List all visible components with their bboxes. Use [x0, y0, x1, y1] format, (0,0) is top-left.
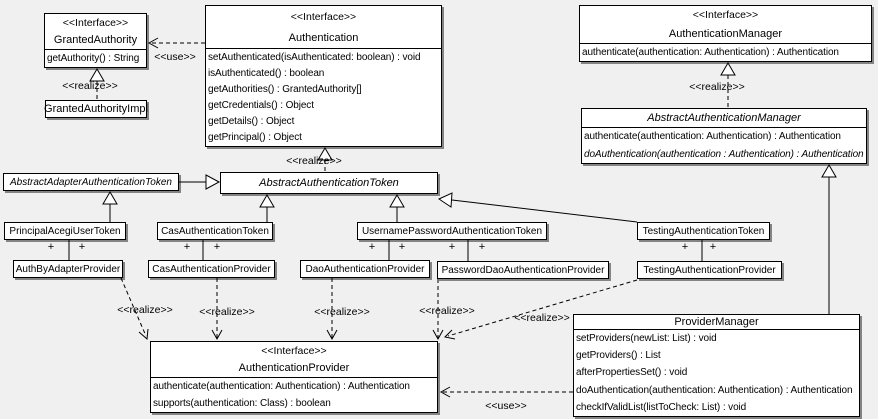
class-authentication-provider[interactable]: <<Interface>> AuthenticationProvider aut…: [150, 341, 438, 413]
method-label: getAuthorities() : GrantedAuthority[]: [208, 83, 362, 95]
use-stereotype-label: <<use>>: [485, 400, 527, 412]
class-name: TestingAuthenticationProvider: [643, 264, 776, 276]
multiplicity-label: +: [368, 241, 376, 253]
generalization-edge-username-password-authentication-token: [389, 194, 405, 222]
class-abstract-authentication-token[interactable]: AbstractAuthenticationToken: [220, 172, 438, 194]
stereotype-label: <<Interface>>: [290, 10, 357, 23]
method-label: setProviders(newList: List) : void: [576, 333, 717, 345]
method-label: supports(authentication: Class) : boolea…: [153, 398, 331, 409]
stereotype-label: <<Interface>>: [692, 9, 759, 22]
class-name: Authentication: [288, 31, 359, 44]
method-label: authenticate(authentication: Authenticat…: [584, 131, 841, 143]
class-username-password-authentication-token[interactable]: UsernamePasswordAuthenticationToken: [357, 222, 547, 240]
class-authentication-manager[interactable]: <<Interface>> AuthenticationManager auth…: [579, 5, 872, 62]
method-label: isAuthenticated() : boolean: [208, 67, 325, 79]
multiplicity-label: +: [183, 241, 191, 253]
realize-stereotype-label: <<realize>>: [62, 80, 118, 92]
class-name: GrantedAuthority: [53, 34, 138, 47]
generalization-edge-principal-acegi-user-token: [102, 191, 118, 222]
method-label: checkIfValidList(listToCheck: List) : vo…: [576, 401, 747, 413]
multiplicity-label: +: [681, 241, 689, 253]
method-label: getCredentials() : Object: [208, 100, 314, 112]
realize-edge-dao-authentication-provider: [326, 278, 338, 341]
realize-edge-granted-authority-impl: [89, 68, 105, 100]
method-label: getAuthority() : String: [47, 53, 140, 64]
method-label: doAuthentication(authentication : Authen…: [584, 148, 864, 160]
multiplicity-label: +: [398, 241, 406, 253]
class-auth-by-adapter-provider[interactable]: AuthByAdapterProvider: [13, 260, 123, 278]
method-label: setAuthenticated(isAuthenticated: boolea…: [208, 51, 421, 63]
realize-edge-cas-authentication-provider: [211, 278, 223, 341]
class-name: AuthenticationManager: [668, 27, 783, 40]
generalization-edge-testing-authentication-token: [437, 192, 638, 223]
stereotype-label: <<Interface>>: [261, 344, 327, 357]
class-name: UsernamePasswordAuthenticationToken: [361, 225, 543, 237]
stereotype-label: <<Interface>>: [62, 16, 129, 29]
multiplicity-label: +: [213, 241, 221, 253]
class-cas-authentication-token[interactable]: CasAuthenticationToken: [157, 222, 273, 240]
generalization-edge-cas-authentication-token: [259, 194, 275, 222]
class-name: AbstractAuthenticationManager: [647, 112, 801, 124]
realize-stereotype-label: <<realize>>: [199, 306, 255, 318]
class-abstract-adapter-authentication-token[interactable]: AbstractAdapterAuthenticationToken: [3, 173, 179, 191]
method-label: afterPropertiesSet() : void: [576, 367, 688, 379]
multiplicity-label: +: [478, 241, 486, 253]
realize-edge-abstract-authentication-token: [317, 147, 333, 172]
class-name: CasAuthenticationToken: [161, 225, 269, 237]
method-label: authenticate(authentication: Authenticat…: [582, 47, 839, 58]
class-name: CasAuthenticationProvider: [152, 263, 271, 275]
class-name: GrantedAuthorityImpl: [44, 103, 148, 115]
class-name: ProviderManager: [674, 316, 759, 328]
realize-stereotype-label: <<realize>>: [314, 306, 370, 318]
class-abstract-authentication-manager[interactable]: AbstractAuthenticationManager authentica…: [581, 108, 867, 164]
multiplicity-label: +: [47, 241, 55, 253]
realize-stereotype-label: <<realize>>: [689, 81, 745, 93]
class-password-dao-authentication-provider[interactable]: PasswordDaoAuthenticationProvider: [437, 261, 609, 279]
class-name: TestingAuthenticationToken: [642, 225, 765, 237]
class-name: AuthenticationProvider: [238, 362, 350, 375]
class-name: PasswordDaoAuthenticationProvider: [441, 264, 605, 276]
realize-edge-auth-by-adapter-provider: [120, 277, 149, 341]
class-testing-authentication-provider[interactable]: TestingAuthenticationProvider: [637, 261, 782, 279]
class-name: DaoAuthenticationProvider: [305, 263, 425, 275]
method-label: getDetails() : Object: [208, 116, 295, 128]
class-principal-acegi-user-token[interactable]: PrincipalAcegiUserToken: [4, 222, 126, 240]
multiplicity-label: +: [709, 241, 717, 253]
realize-edge-testing-authentication-provider: [443, 279, 638, 340]
multiplicity-label: +: [78, 241, 86, 253]
class-granted-authority[interactable]: <<Interface>> GrantedAuthority getAuthor…: [44, 13, 147, 68]
generalization-edge-abstract-adapter-authentication-token: [179, 174, 221, 190]
class-granted-authority-impl[interactable]: GrantedAuthorityImpl: [44, 100, 148, 118]
realize-stereotype-label: <<realize>>: [419, 305, 475, 317]
generalization-edge-provider-manager: [821, 164, 837, 314]
class-name: AbstractAdapterAuthenticationToken: [10, 176, 172, 188]
method-label: authenticate(authentication: Authenticat…: [153, 381, 410, 392]
realize-stereotype-label: <<realize>>: [514, 312, 570, 324]
realize-edge-password-dao-authentication-provider: [432, 279, 444, 341]
multiplicity-label: +: [448, 241, 456, 253]
method-label: getProviders() : List: [576, 350, 661, 362]
class-name: AuthByAdapterProvider: [15, 263, 121, 275]
class-cas-authentication-provider[interactable]: CasAuthenticationProvider: [148, 260, 275, 278]
use-edge-provider-manager: [439, 386, 573, 398]
class-authentication[interactable]: <<Interface>> Authentication setAuthenti…: [205, 5, 442, 147]
class-dao-authentication-provider[interactable]: DaoAuthenticationProvider: [300, 260, 430, 278]
association-edges-token-provider: [68, 240, 703, 261]
method-label: doAuthentication(authentication: Authent…: [576, 384, 853, 396]
realize-edge-abstract-authentication-manager: [720, 62, 736, 108]
method-label: getPrincipal() : Object: [208, 132, 302, 144]
class-provider-manager[interactable]: ProviderManager setProviders(newList: Li…: [573, 314, 860, 417]
realize-stereotype-label: <<realize>>: [117, 304, 173, 316]
use-stereotype-label: <<use>>: [154, 51, 196, 63]
class-name: PrincipalAcegiUserToken: [9, 225, 121, 237]
use-edge-authentication-granted-authority: [147, 37, 205, 49]
class-name: AbstractAuthenticationToken: [259, 177, 399, 189]
realize-stereotype-label: <<realize>>: [286, 155, 342, 167]
class-testing-authentication-token[interactable]: TestingAuthenticationToken: [637, 222, 770, 240]
